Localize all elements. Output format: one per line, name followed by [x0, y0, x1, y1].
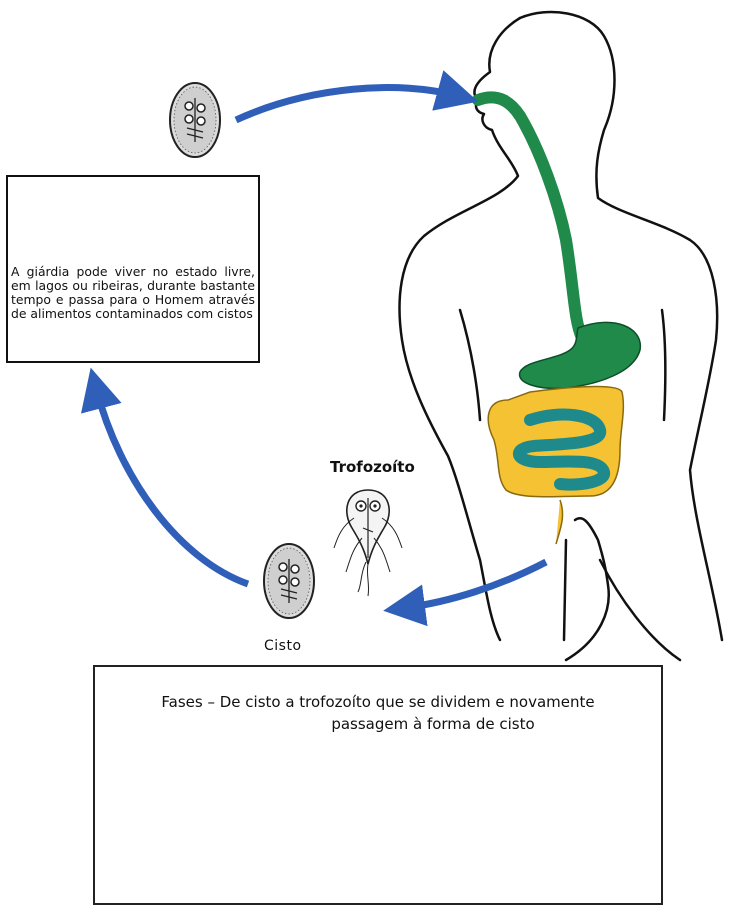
cycle-arrow-to-mouth [236, 88, 458, 120]
phases-title: Fases – De cisto a trofozoíto que se div… [95, 691, 661, 735]
cyst-icon-middle [264, 544, 314, 618]
transmission-info-text: A giárdia pode viver no estado livre, em… [11, 265, 255, 321]
phases-box: Fases – De cisto a trofozoíto que se div… [93, 665, 663, 905]
trophozoite-label: Trofozoíto [330, 458, 415, 476]
human-silhouette [400, 12, 722, 660]
trophozoite-icon [334, 490, 402, 596]
stomach [520, 322, 641, 388]
cyst-icon-top [170, 83, 220, 157]
phases-title-line2: passagem à forma de cisto [95, 713, 661, 735]
transmission-info-box: A giárdia pode viver no estado livre, em… [6, 175, 260, 363]
digestive-tract [478, 97, 640, 544]
phases-title-line1: Fases – De cisto a trofozoíto que se div… [95, 691, 661, 713]
cycle-arrow-intestine-to-cyst [404, 562, 546, 608]
cyst-label: Cisto [264, 638, 302, 654]
cycle-arrow-cyst-to-environment [96, 388, 248, 584]
